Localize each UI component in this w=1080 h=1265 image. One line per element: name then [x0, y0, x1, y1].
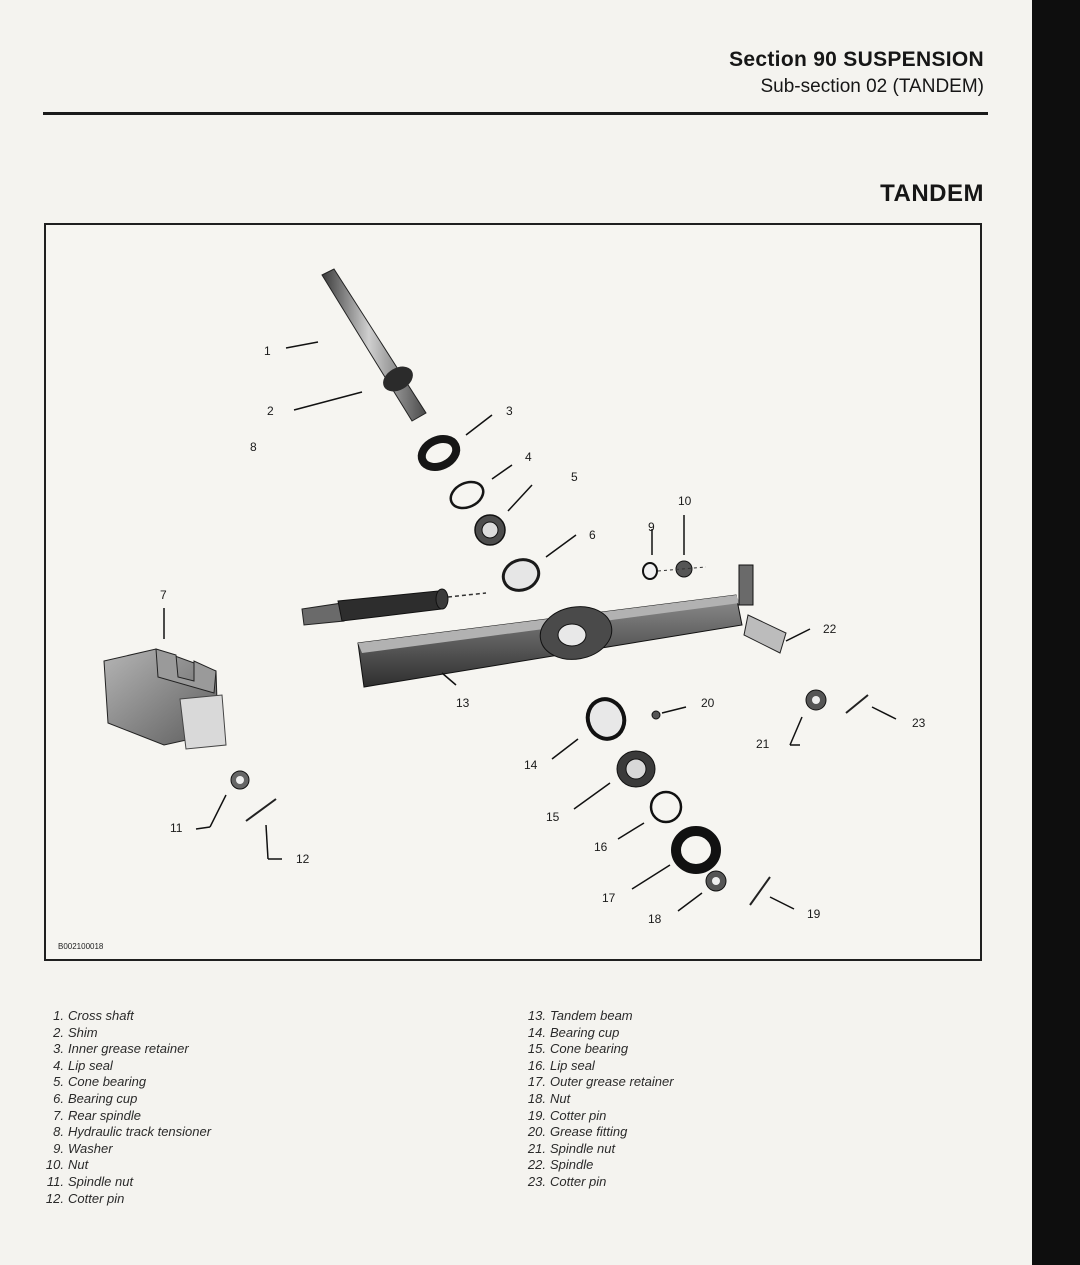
- legend-item: 22.Spindle: [527, 1157, 594, 1173]
- legend-item: 19.Cotter pin: [527, 1107, 607, 1123]
- section-heading: Section 90 SUSPENSION: [729, 48, 984, 71]
- legend-item: 13.Tandem beam: [527, 1008, 633, 1023]
- legend-item: 21.Spindle nut: [527, 1140, 616, 1156]
- legend-item: 20.Grease fitting: [527, 1124, 628, 1140]
- callout-2: 2: [267, 404, 274, 418]
- tandem-beam-part: [357, 564, 787, 688]
- callout-14: 14: [524, 758, 538, 772]
- inner-grease-retainer-part: [417, 434, 461, 472]
- legend-item: 18.Nut: [527, 1090, 571, 1106]
- cone-bearing-part: [474, 514, 506, 546]
- legend-item: 10.Nut: [45, 1157, 89, 1173]
- callout-7: 7: [160, 588, 167, 602]
- grease-fitting-part: [651, 710, 661, 720]
- rear-spindle-part: [103, 648, 227, 750]
- legend-item: 4.Lip seal: [53, 1057, 113, 1073]
- callout-18: 18: [648, 912, 662, 926]
- legend-item: 11.Spindle nut: [46, 1173, 134, 1189]
- cotter-pin-part-12: [245, 798, 277, 822]
- callout-numbers: 1 2 3 4 5 6 7 8 9 10 11 12 13 14 15 16 1…: [160, 344, 926, 926]
- header-rule: [43, 112, 988, 115]
- legend-right-column: 13.Tandem beam 14.Bearing cup 15.Cone be…: [522, 1008, 674, 1191]
- leader-lines: [163, 341, 897, 912]
- callout-17: 17: [602, 891, 616, 905]
- washer-part: [642, 562, 658, 580]
- legend-item: 14.Bearing cup: [527, 1024, 620, 1040]
- subsection-heading: Sub-section 02 (TANDEM): [760, 76, 985, 97]
- outer-grease-retainer-part: [671, 826, 721, 874]
- legend-item: 8.Hydraulic track tensioner: [53, 1124, 212, 1140]
- callout-10: 10: [678, 494, 692, 508]
- callout-11: 11: [170, 821, 183, 835]
- spindle-nut-part-11: [230, 770, 250, 790]
- callout-22: 22: [823, 622, 837, 636]
- legend-item: 7.Rear spindle: [53, 1107, 141, 1123]
- legend-item: 9.Washer: [53, 1140, 113, 1156]
- lip-seal-part-16: [649, 790, 683, 824]
- callout-21: 21: [756, 737, 770, 751]
- legend-item: 1.Cross shaft: [53, 1008, 134, 1023]
- figure-code: B002100018: [58, 942, 104, 951]
- callout-5: 5: [571, 470, 578, 484]
- callout-12: 12: [296, 852, 310, 866]
- hydraulic-tensioner-part: [301, 588, 487, 626]
- cotter-pin-part-19: [749, 876, 771, 906]
- legend-item: 12.Cotter pin: [45, 1190, 125, 1206]
- cotter-pin-part-23: [845, 694, 869, 714]
- legend-item: 5.Cone bearing: [53, 1074, 147, 1090]
- bearing-cup-part: [501, 558, 541, 592]
- callout-20: 20: [701, 696, 715, 710]
- callout-8: 8: [250, 440, 257, 454]
- legend-item: 6.Bearing cup: [53, 1090, 138, 1106]
- lip-seal-part: [449, 480, 485, 510]
- legend-item: 3.Inner grease retainer: [53, 1041, 189, 1057]
- callout-13: 13: [456, 696, 470, 710]
- callout-4: 4: [525, 450, 532, 464]
- legend-item: 23.Cotter pin: [527, 1173, 607, 1189]
- cross-shaft-part: [321, 268, 427, 422]
- exploded-view-drawing: 1 2 3 4 5 6 7 8 9 10 11 12 13 14 15 16 1…: [103, 268, 926, 926]
- exploded-view-figure: 1 2 3 4 5 6 7 8 9 10 11 12 13 14 15 16 1…: [44, 223, 982, 961]
- page-title: TANDEM: [880, 180, 984, 207]
- bearing-cup-part-14: [585, 697, 627, 741]
- manual-page: Section 90 SUSPENSION Sub-section 02 (TA…: [0, 0, 1032, 1265]
- callout-19: 19: [807, 907, 821, 921]
- legend-item: 17.Outer grease retainer: [527, 1074, 674, 1090]
- callout-23: 23: [912, 716, 926, 730]
- callout-9: 9: [648, 520, 655, 534]
- callout-1: 1: [264, 344, 271, 358]
- callout-6: 6: [589, 528, 596, 542]
- scan-edge: [1032, 0, 1080, 1265]
- legend-item: 2.Shim: [53, 1024, 98, 1040]
- nut-part-18: [705, 870, 727, 892]
- spindle-nut-part-21: [805, 689, 827, 711]
- callout-3: 3: [506, 404, 513, 418]
- callout-15: 15: [546, 810, 560, 824]
- cone-bearing-part-15: [616, 750, 656, 788]
- legend-item: 15.Cone bearing: [527, 1041, 629, 1057]
- legend-item: 16.Lip seal: [527, 1057, 595, 1073]
- legend-left-column: 1.Cross shaft 2.Shim 3.Inner grease reta…: [40, 1008, 211, 1207]
- callout-16: 16: [594, 840, 608, 854]
